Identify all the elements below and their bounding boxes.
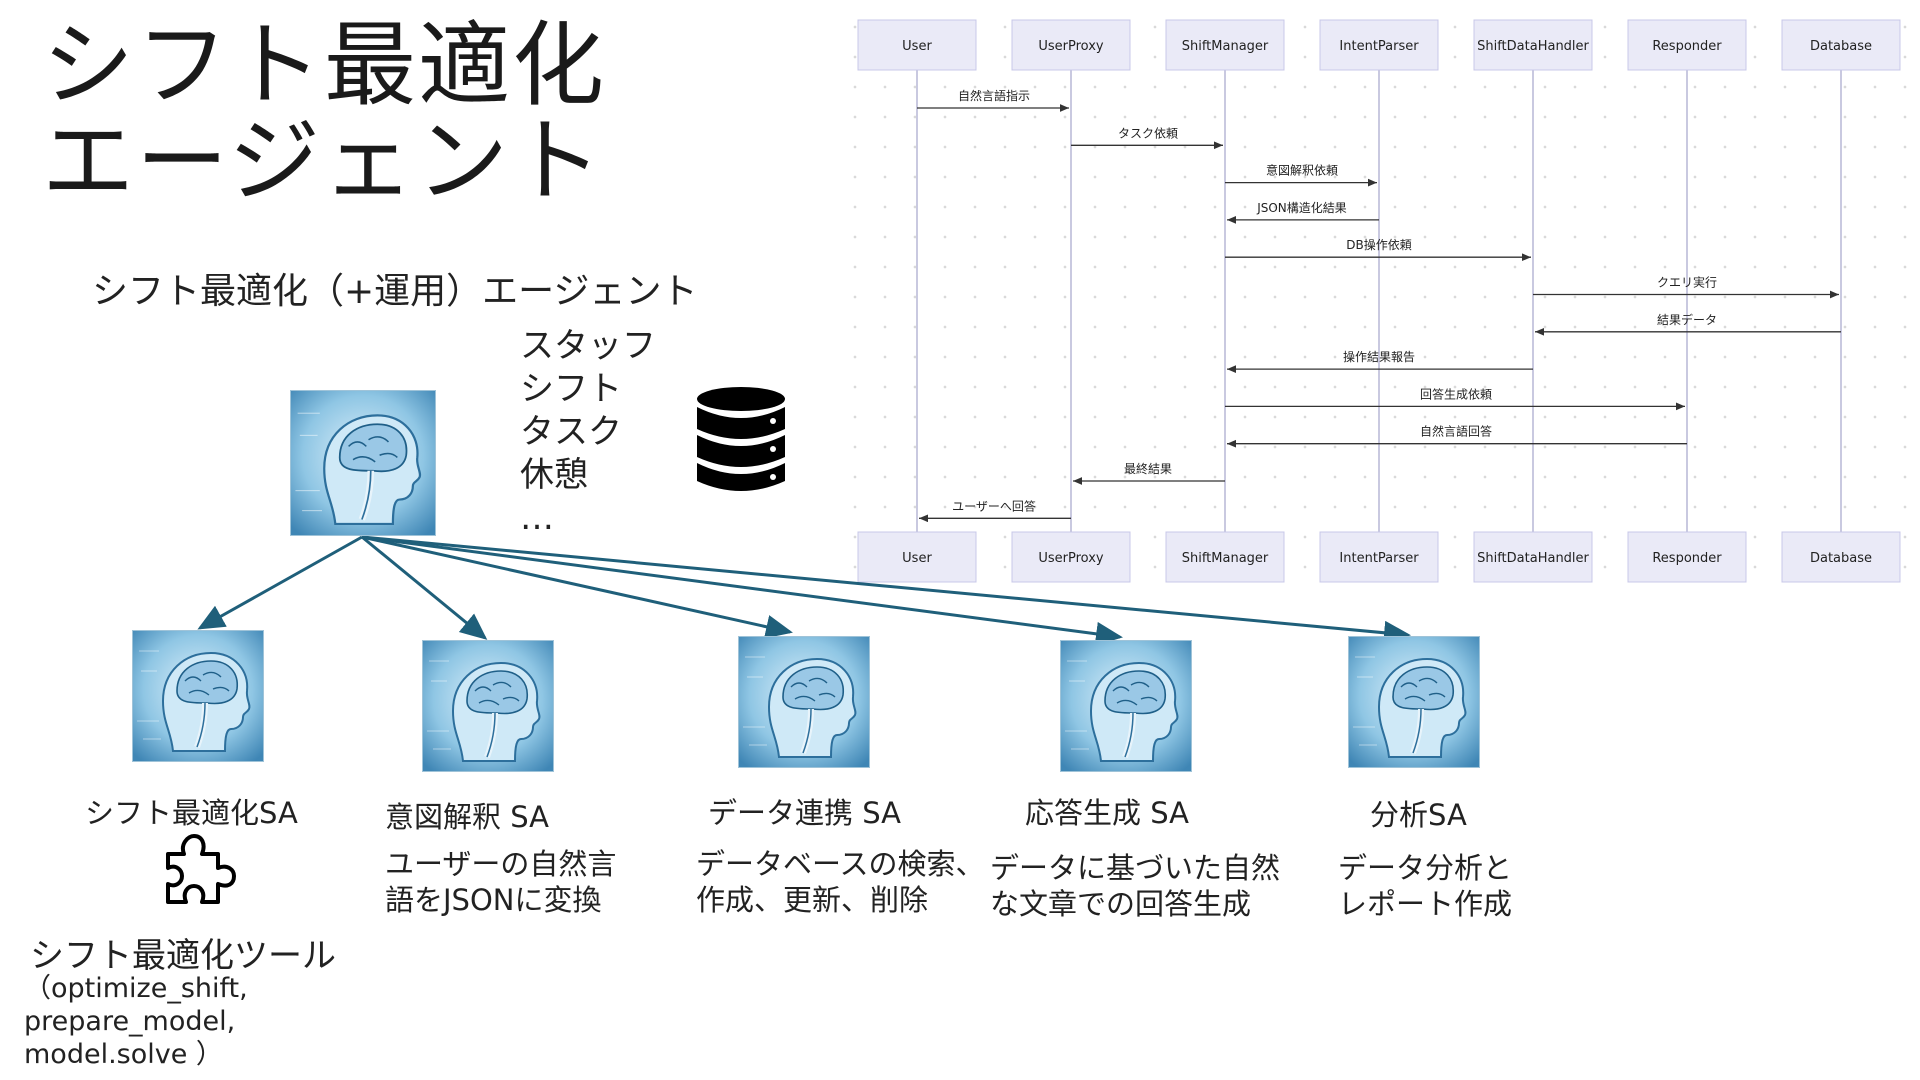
sa-desc-4: データに基づいた自然 な文章での回答生成 bbox=[990, 851, 1281, 921]
sa-icon-2 bbox=[422, 640, 554, 772]
sa-name-2: 意図解釈 SA bbox=[385, 800, 550, 834]
data-item: スタッフ bbox=[520, 326, 656, 366]
message-label: ユーザーへ回答 bbox=[952, 498, 1036, 513]
sa-desc-5: データ分析と レポート作成 bbox=[1338, 851, 1513, 921]
sa-icon-1 bbox=[132, 630, 264, 762]
message-label: 最終結果 bbox=[1124, 461, 1172, 476]
message-label: 自然言語回答 bbox=[1420, 424, 1492, 439]
message-label: 自然言語指示 bbox=[958, 88, 1030, 103]
participant-box bbox=[857, 531, 977, 583]
tool-functions: （optimize_shift, prepare_model, model.so… bbox=[24, 973, 248, 1070]
arrow-to-sa-5 bbox=[361, 535, 1411, 645]
sa-desc-2: ユーザーの自然言 語をJSONに変換 bbox=[385, 847, 617, 917]
participant-box bbox=[1011, 19, 1131, 71]
sa-icon-5 bbox=[1348, 636, 1480, 768]
root-agent-icon bbox=[290, 390, 436, 536]
message-label: DB操作依頼 bbox=[1346, 237, 1411, 252]
participant-label-bottom: Responder bbox=[1652, 551, 1722, 566]
participant-label-bottom: ShiftDataHandler bbox=[1477, 551, 1589, 566]
participant-label-bottom: User bbox=[902, 551, 932, 566]
participant-box bbox=[857, 19, 977, 71]
message-label: 結果データ bbox=[1657, 312, 1717, 327]
sa-desc-3: データベースの検索、 作成、更新、削除 bbox=[696, 847, 985, 917]
participant-box bbox=[1319, 531, 1439, 583]
participant-box bbox=[1319, 19, 1439, 71]
data-item: … bbox=[520, 498, 554, 538]
participant-label-bottom: IntentParser bbox=[1339, 551, 1419, 566]
database-icon bbox=[695, 385, 787, 495]
participant-label-bottom: ShiftManager bbox=[1182, 551, 1269, 566]
participant-box bbox=[1781, 531, 1901, 583]
sa-name-3: データ連携 SA bbox=[708, 796, 902, 830]
tool-name: シフト最適化ツール bbox=[30, 936, 336, 976]
participant-label-top: Database bbox=[1810, 39, 1872, 54]
participant-box bbox=[1011, 531, 1131, 583]
participant-label-top: ShiftDataHandler bbox=[1477, 39, 1589, 54]
participant-box bbox=[1473, 19, 1593, 71]
participant-label-top: ShiftManager bbox=[1182, 39, 1269, 54]
participant-label-top: IntentParser bbox=[1339, 39, 1419, 54]
sa-icon-4 bbox=[1060, 640, 1192, 772]
sa-name-4: 応答生成 SA bbox=[1025, 796, 1190, 830]
participant-box bbox=[1165, 19, 1285, 71]
arrow-to-sa-2 bbox=[361, 535, 488, 640]
puzzle-piece-icon bbox=[162, 832, 238, 908]
participant-label-top: Responder bbox=[1652, 39, 1722, 54]
participant-box bbox=[1473, 531, 1593, 583]
message-label: JSON構造化結果 bbox=[1256, 201, 1347, 215]
participant-label-top: User bbox=[902, 39, 932, 54]
participant-box bbox=[1781, 19, 1901, 71]
message-label: 操作結果報告 bbox=[1343, 349, 1415, 364]
agent-subtitle: シフト最適化（+運用）エージェント bbox=[92, 271, 698, 312]
sequence-svg: UserUserUserProxyUserProxyShiftManagerSh… bbox=[857, 19, 1901, 583]
page-title: シフト最適化 エージェント bbox=[42, 12, 607, 215]
participant-box bbox=[1165, 531, 1285, 583]
participant-box bbox=[1627, 531, 1747, 583]
arrow-to-sa-1 bbox=[197, 535, 363, 630]
participant-label-top: UserProxy bbox=[1038, 39, 1104, 54]
message-label: クエリ実行 bbox=[1657, 275, 1717, 290]
sa-name-1: シフト最適化SA bbox=[85, 796, 298, 830]
participant-box bbox=[1627, 19, 1747, 71]
message-label: 意図解釈依頼 bbox=[1266, 163, 1338, 178]
arrow-to-sa-3 bbox=[361, 535, 793, 639]
sa-name-5: 分析SA bbox=[1370, 798, 1467, 832]
participant-label-bottom: UserProxy bbox=[1038, 551, 1104, 566]
sa-icon-3 bbox=[738, 636, 870, 768]
data-item: 休憩 bbox=[520, 455, 588, 495]
data-items-list: スタッフ シフト タスク 休憩 … bbox=[520, 325, 656, 540]
participant-label-bottom: Database bbox=[1810, 551, 1872, 566]
data-item: シフト bbox=[520, 369, 622, 409]
data-item: タスク bbox=[520, 412, 622, 452]
arrow-to-sa-4 bbox=[361, 535, 1123, 646]
message-label: タスク依頼 bbox=[1118, 125, 1178, 140]
message-label: 回答生成依頼 bbox=[1420, 386, 1492, 401]
